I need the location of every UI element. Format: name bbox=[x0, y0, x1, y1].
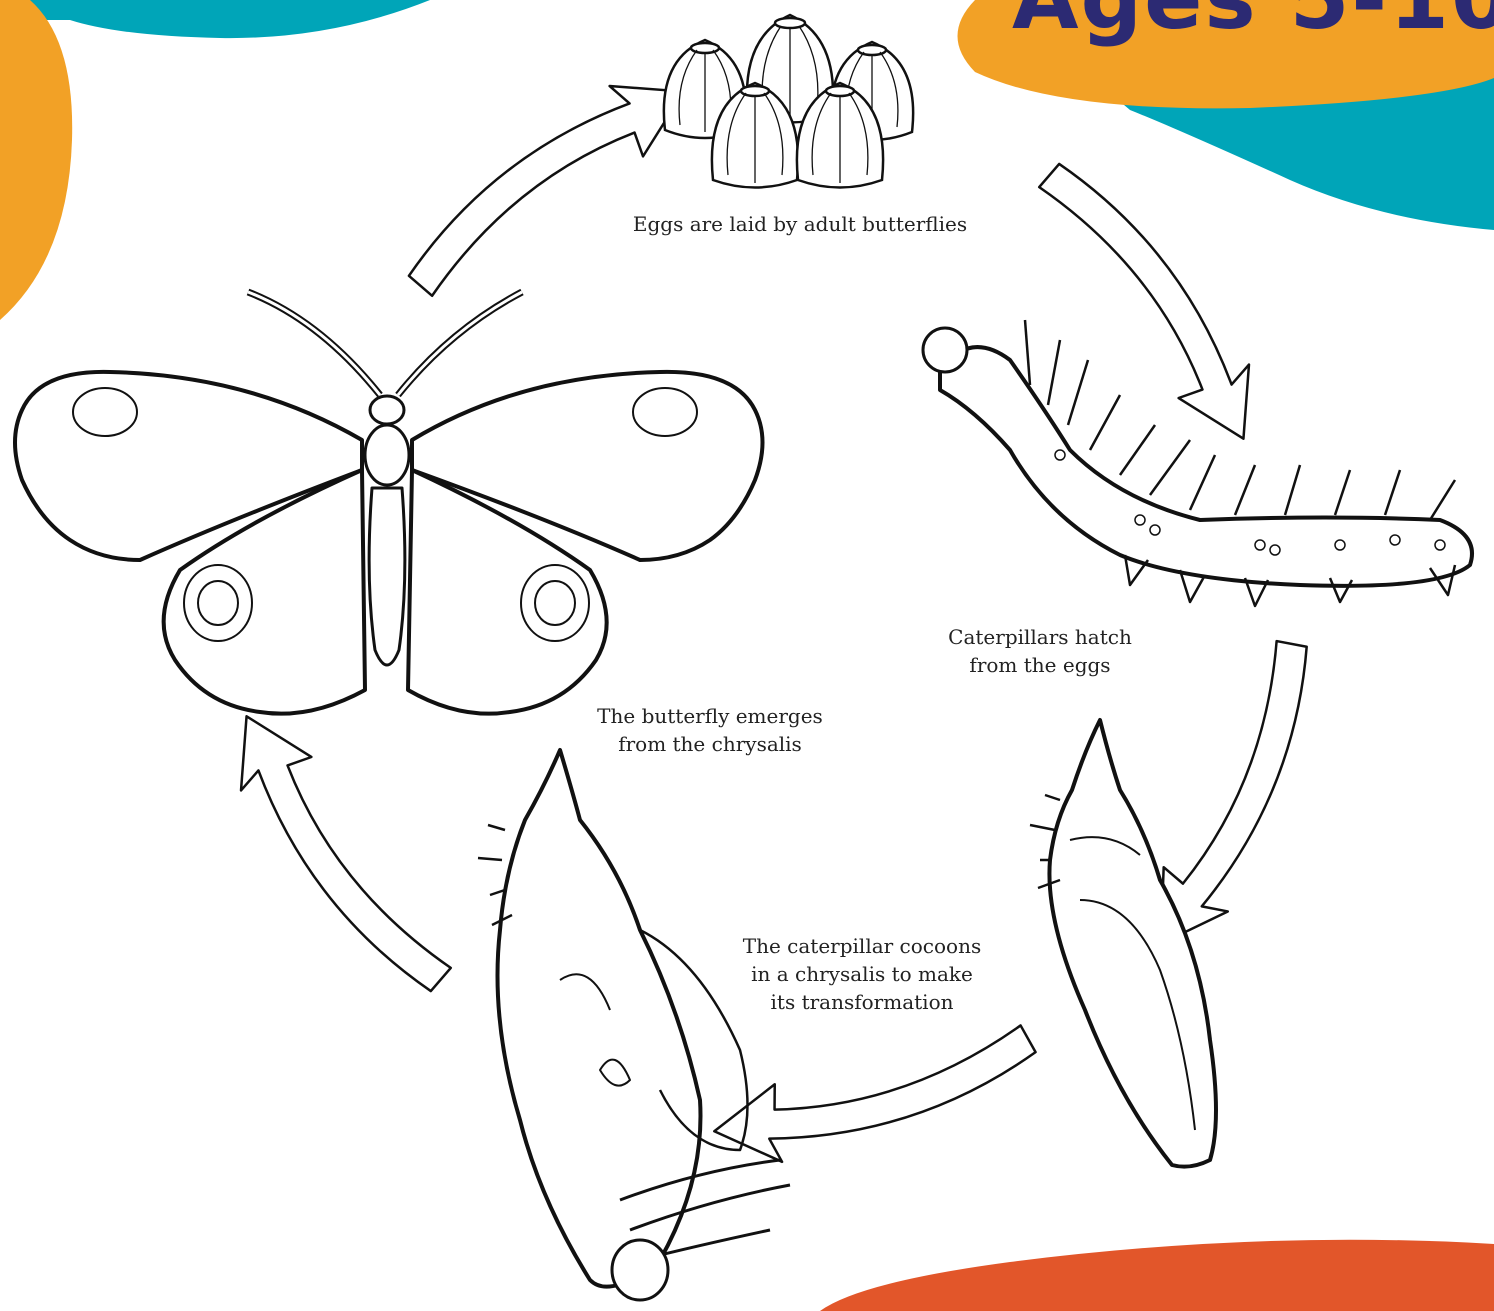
caption-butterfly-line-1: The butterfly emerges bbox=[565, 702, 855, 730]
caption-chrysalis-line-1: The caterpillar cocoons bbox=[712, 932, 1012, 960]
age-badge: Ages 5-10 bbox=[1012, 0, 1494, 49]
caption-chrysalis-line-3: its transformation bbox=[712, 988, 1012, 1016]
red-orange-blob-bottom-right bbox=[820, 1240, 1494, 1311]
caption-butterfly-line-2: from the chrysalis bbox=[565, 730, 855, 758]
cycle-arrow bbox=[393, 52, 700, 315]
eggs-illustration bbox=[664, 15, 913, 188]
cycle-arrow bbox=[1020, 148, 1283, 455]
teal-blob-top-left bbox=[0, 0, 430, 38]
caption-eggs: Eggs are laid by adult butterflies bbox=[610, 210, 990, 238]
orange-blob-left bbox=[0, 0, 72, 320]
cycle-arrow bbox=[207, 700, 470, 1007]
caption-butterfly: The butterfly emerges from the chrysalis bbox=[565, 702, 855, 758]
emerging-butterfly-illustration bbox=[478, 750, 790, 1300]
butterfly-illustration bbox=[15, 292, 763, 714]
caption-caterpillar-line-2: from the eggs bbox=[920, 651, 1160, 679]
caption-eggs-text: Eggs are laid by adult butterflies bbox=[633, 212, 967, 236]
caption-chrysalis: The caterpillar cocoons in a chrysalis t… bbox=[712, 932, 1012, 1016]
caption-caterpillar: Caterpillars hatch from the eggs bbox=[920, 623, 1160, 679]
chrysalis-illustration bbox=[1030, 720, 1216, 1167]
cycle-arrow bbox=[706, 1005, 1043, 1179]
caption-chrysalis-line-2: in a chrysalis to make bbox=[712, 960, 1012, 988]
caption-caterpillar-line-1: Caterpillars hatch bbox=[920, 623, 1160, 651]
